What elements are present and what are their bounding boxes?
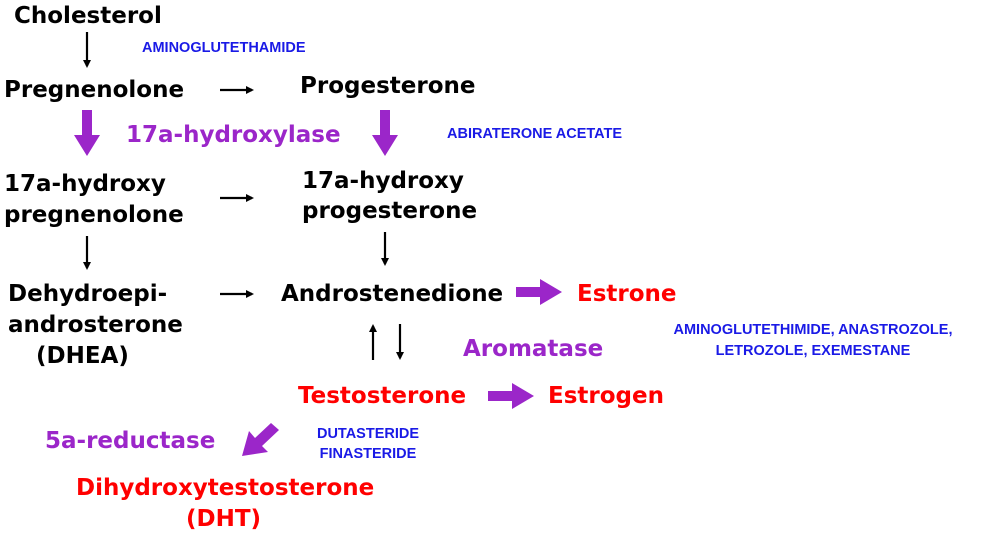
compound-dhea-line1: Dehydroepi- [8, 281, 168, 307]
drug-dutasteride: DUTASTERIDE [316, 426, 420, 442]
drug-aromatase-inhibitors-line2: LETROZOLE, EXEMESTANE [715, 343, 911, 359]
compound-hydroxy-pregnenolone-line1: 17a-hydroxy [4, 171, 166, 197]
enzyme-5a-reductase: 5a-reductase [45, 428, 216, 454]
drug-finasteride: FINASTERIDE [319, 446, 417, 462]
enzyme-arrow-testosterone-to-dht [242, 423, 279, 456]
enzyme-aromatase: Aromatase [463, 336, 604, 362]
product-estrogen: Estrogen [548, 383, 664, 409]
drug-abiraterone-acetate: ABIRATERONE ACETATE [447, 126, 623, 142]
product-testosterone: Testosterone [298, 383, 467, 409]
enzyme-arrow-testosterone-to-estrogen [488, 383, 534, 409]
drug-aminoglutethamide: AMINOGLUTETHAMIDE [142, 40, 306, 56]
compound-hydroxy-pregnenolone-line2: pregnenolone [4, 202, 184, 228]
enzyme-arrow-pregnenolone-to-hydroxypreg [74, 110, 100, 156]
product-estrone: Estrone [577, 281, 677, 307]
product-dht-line1: Dihydroxytestosterone [76, 475, 375, 501]
enzyme-arrow-progesterone-to-hydroxyprog [372, 110, 398, 156]
enzyme-arrow-androstenedione-to-estrone [516, 279, 562, 305]
product-dht-line2: (DHT) [186, 506, 262, 532]
enzyme-17a-hydroxylase: 17a-hydroxylase [126, 122, 341, 148]
compound-dhea-line2: androsterone [8, 312, 183, 338]
compound-dhea-line3: (DHEA) [36, 343, 129, 369]
compound-hydroxy-progesterone-line1: 17a-hydroxy [302, 168, 464, 194]
compound-androstenedione: Androstenedione [281, 281, 504, 307]
compound-cholesterol: Cholesterol [14, 3, 162, 29]
drug-aromatase-inhibitors-line1: AMINOGLUTETHIMIDE, ANASTROZOLE, [673, 322, 953, 338]
compound-hydroxy-progesterone-line2: progesterone [302, 198, 478, 224]
compound-pregnenolone: Pregnenolone [4, 77, 185, 103]
compound-progesterone: Progesterone [300, 73, 476, 99]
